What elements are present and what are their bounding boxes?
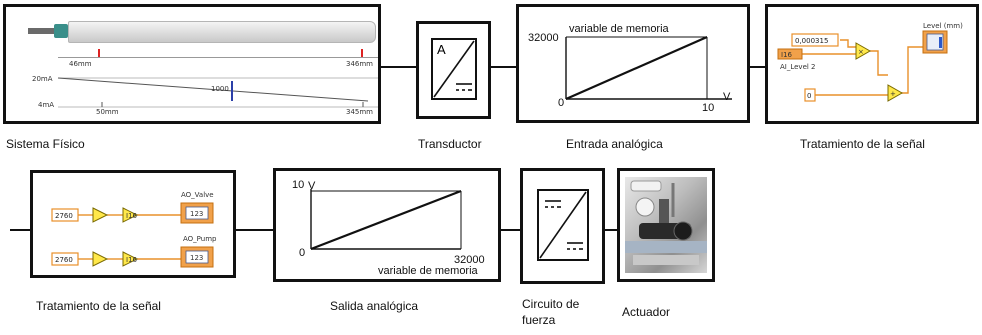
svg-text:I16: I16: [126, 256, 138, 264]
ao-valve-label: AO_Valve: [181, 191, 214, 199]
entrada-x-max: 10: [702, 102, 714, 114]
actuador-box: [617, 168, 715, 282]
const-zero: 0: [807, 92, 811, 100]
label-transductor: Transductor: [418, 137, 482, 151]
label-actuador: Actuador: [622, 305, 671, 319]
salida-y-max: 10: [292, 179, 304, 191]
label-tratamiento-1: Tratamiento de la señal: [800, 137, 925, 151]
entrada-x-unit: V: [723, 91, 731, 103]
entrada-y-max: 32000: [528, 32, 559, 44]
connector-4: [236, 229, 273, 231]
connector-1: [381, 66, 416, 68]
a-to-d-converter-icon: [431, 38, 477, 100]
label-salida-analogica: Salida analógica: [330, 299, 419, 313]
ao-pump-label: AO_Pump: [183, 235, 217, 243]
power-converter-icon: [537, 189, 589, 261]
label-4ma: 4mA: [38, 101, 55, 109]
add-op: +: [890, 90, 896, 98]
const-000315: 0,000315: [795, 37, 828, 45]
salida-x-max: 32000: [454, 254, 485, 266]
tick-50mm: 50mm: [96, 108, 119, 116]
transductor-box: A: [416, 21, 491, 119]
labview-diagram-1: 0,000315 I16 AI_Level 2 × 0 + Level (mm): [777, 22, 963, 102]
salida-analogica-box: 10 V 0 32000 variable de memoria: [273, 168, 501, 282]
connector-entry-row2: [10, 229, 30, 231]
tick-345mm: 345mm: [346, 108, 373, 116]
ao-valve-indicator: 123: [190, 210, 203, 218]
ai-level-label: AI_Level 2: [780, 63, 816, 71]
value-1000: 1000: [211, 85, 229, 93]
tick-46mm: 46mm: [69, 60, 92, 68]
svg-text:I16: I16: [781, 51, 793, 59]
multiply-op: ×: [858, 48, 864, 56]
tratamiento-senal-box-1: 0,000315 I16 AI_Level 2 × 0 + Level (mm): [765, 4, 979, 124]
connector-3: [750, 66, 765, 68]
tratamiento-senal-box-2: 2760 2760 I16 I16 AO_Valve 123 AO_Pump 1…: [30, 170, 236, 278]
actuator-photo: [625, 177, 707, 273]
level-sensor-rod: [28, 17, 378, 45]
output-scaling-graph: 10 V 0 32000 variable de memoria: [292, 179, 485, 277]
label-tratamiento-2: Tratamiento de la señal: [36, 299, 161, 313]
labview-diagram-2: 2760 2760 I16 I16 AO_Valve 123 AO_Pump 1…: [51, 191, 217, 268]
label-circuito-2: fuerza: [522, 313, 556, 327]
label-sistema-fisico: Sistema Físico: [6, 137, 85, 151]
ao-pump-indicator: 123: [190, 254, 203, 262]
analog-letter: A: [437, 42, 446, 57]
svg-text:I16: I16: [126, 212, 138, 220]
entrada-title: variable de memoria: [569, 23, 670, 35]
level-indicator-label: Level (mm): [923, 22, 963, 30]
sistema-fisico-box: 46mm 346mm 20mA 4mA 1000 50mm 345mm: [3, 4, 381, 124]
connector-2: [491, 66, 516, 68]
salida-y-unit: V: [308, 180, 316, 192]
connector-5: [501, 229, 520, 231]
input-scaling-graph: variable de memoria 32000 0 10 V: [528, 23, 732, 114]
label-entrada-analogica: Entrada analógica: [566, 137, 663, 151]
entrada-analogica-box: variable de memoria 32000 0 10 V: [516, 4, 750, 123]
entrada-origin: 0: [558, 97, 564, 109]
salida-x-title: variable de memoria: [378, 265, 479, 277]
label-20ma: 20mA: [32, 75, 53, 83]
connector-6: [605, 229, 617, 231]
current-ramp-graph: [57, 77, 378, 108]
label-circuito-1: Circuito de: [522, 297, 580, 311]
tick-346mm: 346mm: [346, 60, 373, 68]
salida-origin: 0: [299, 247, 305, 259]
circuito-fuerza-box: [520, 168, 605, 284]
const-valve: 2760: [55, 212, 73, 220]
const-pump: 2760: [55, 256, 73, 264]
